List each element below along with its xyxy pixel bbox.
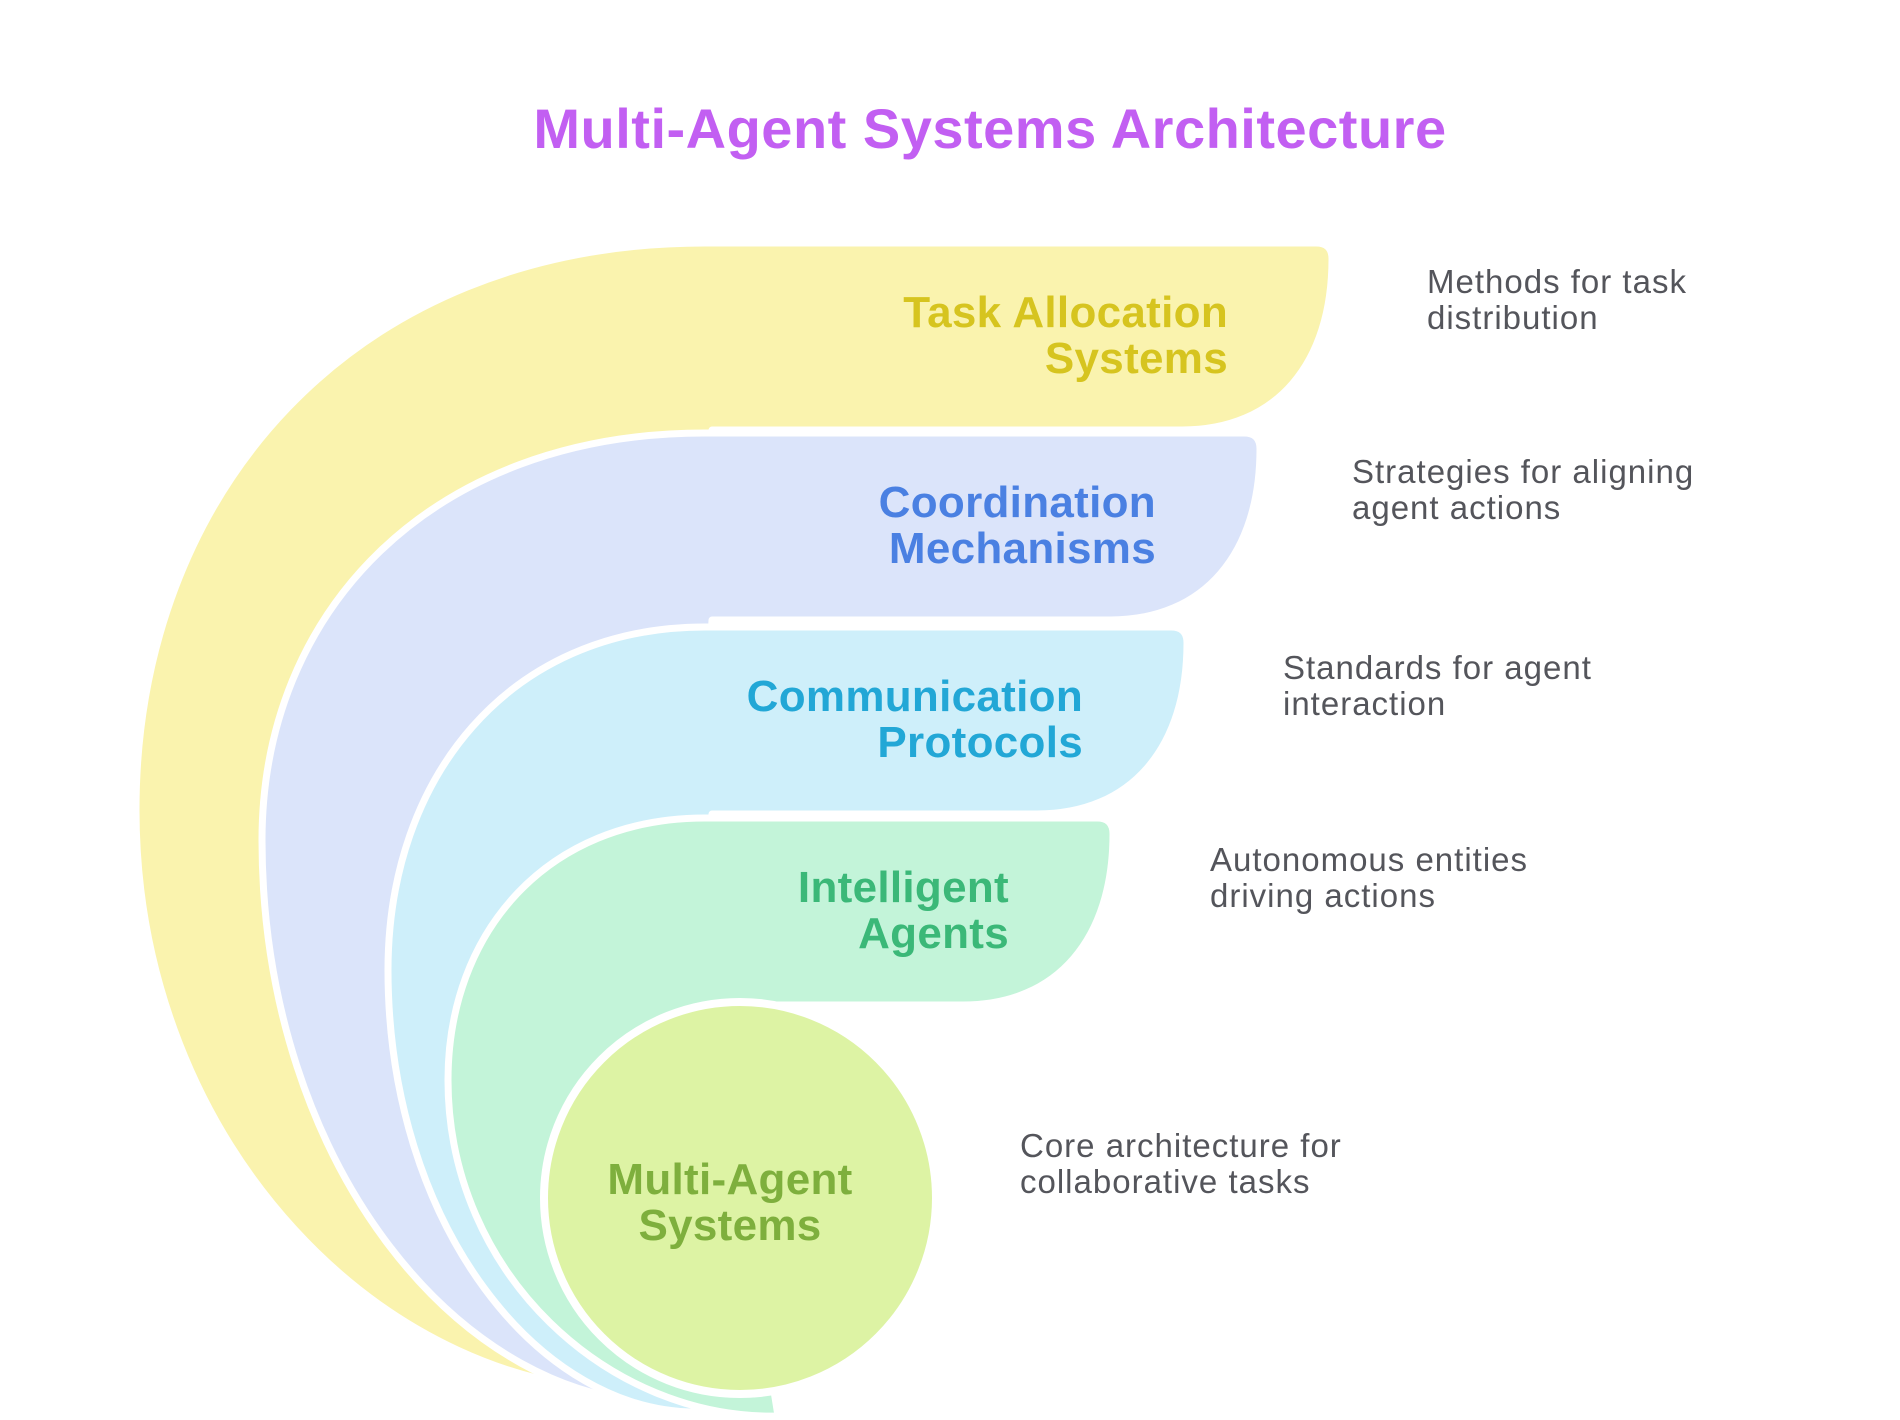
label-communication-line2: Protocols <box>877 718 1083 767</box>
desc-communication-line2: interaction <box>1283 685 1447 722</box>
label-intelligent-agents: Intelligent Agents <box>798 865 1009 957</box>
desc-coordination-line1: Strategies for aligning <box>1352 453 1695 490</box>
desc-task-allocation: Methods for task distribution <box>1427 264 1687 336</box>
label-intelligent-agents-line1: Intelligent <box>797 863 1009 912</box>
desc-communication: Standards for agent interaction <box>1283 650 1592 722</box>
desc-intelligent-agents: Autonomous entities driving actions <box>1210 842 1528 914</box>
label-communication-line1: Communication <box>746 672 1083 721</box>
desc-core-circle-line2: collaborative tasks <box>1020 1163 1311 1200</box>
desc-coordination-line2: agent actions <box>1352 489 1562 526</box>
desc-task-allocation-line2: distribution <box>1427 299 1599 336</box>
desc-task-allocation-line1: Methods for task <box>1427 263 1687 300</box>
label-task-allocation-line2: Systems <box>1044 334 1228 383</box>
layer-core-circle-shape <box>540 998 940 1398</box>
label-task-allocation: Task Allocation Systems <box>903 290 1228 382</box>
label-task-allocation-line1: Task Allocation <box>903 288 1228 337</box>
label-core-circle-line2: Systems <box>638 1201 822 1250</box>
label-coordination-line2: Mechanisms <box>888 524 1156 573</box>
label-intelligent-agents-line2: Agents <box>858 909 1009 958</box>
label-core-circle: Multi-Agent Systems <box>470 1157 990 1249</box>
desc-core-circle-line1: Core architecture for <box>1020 1127 1342 1164</box>
desc-communication-line1: Standards for agent <box>1283 649 1592 686</box>
label-communication: Communication Protocols <box>747 674 1083 766</box>
label-coordination: Coordination Mechanisms <box>879 480 1156 572</box>
page-title: Multi-Agent Systems Architecture <box>533 97 1447 160</box>
desc-intelligent-agents-line1: Autonomous entities <box>1210 841 1529 878</box>
label-coordination-line1: Coordination <box>878 478 1156 527</box>
label-core-circle-line1: Multi-Agent <box>607 1155 853 1204</box>
desc-coordination: Strategies for aligning agent actions <box>1352 454 1694 526</box>
desc-core-circle: Core architecture for collaborative task… <box>1020 1128 1342 1200</box>
desc-intelligent-agents-line2: driving actions <box>1210 877 1436 914</box>
